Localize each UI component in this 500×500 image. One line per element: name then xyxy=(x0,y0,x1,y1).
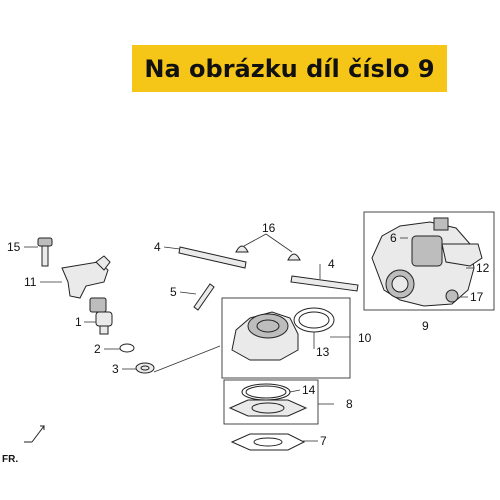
intake-manifold-part xyxy=(231,311,299,361)
throttle-body-group-box xyxy=(363,211,495,311)
injector-holder-part xyxy=(61,255,111,299)
insulator-part xyxy=(228,399,308,417)
callout-11: 11 xyxy=(24,275,37,289)
callout-1: 1 xyxy=(75,315,82,329)
insulator-group-box xyxy=(223,379,319,425)
callout-2: 2 xyxy=(94,342,101,356)
gasket-part xyxy=(230,433,306,451)
front-direction-icon xyxy=(24,425,45,443)
callout-4-right: 4 xyxy=(328,257,335,271)
callout-12: 12 xyxy=(476,261,490,275)
callout-16: 16 xyxy=(262,221,276,235)
callout-9: 9 xyxy=(422,319,429,333)
callout-13: 13 xyxy=(316,345,330,359)
o-ring-part xyxy=(119,343,135,353)
callout-15: 15 xyxy=(7,240,21,254)
callout-5: 5 xyxy=(170,285,177,299)
throttle-body-part xyxy=(371,217,483,307)
callout-10: 10 xyxy=(358,331,372,345)
intake-manifold-group-box xyxy=(221,297,351,379)
callout-17: 17 xyxy=(470,290,484,304)
gasket-ring-part xyxy=(241,383,291,401)
callout-6: 6 xyxy=(390,231,397,245)
clip-part xyxy=(193,283,215,311)
callout-14: 14 xyxy=(302,383,316,397)
callout-7: 7 xyxy=(320,434,327,448)
seal-part xyxy=(135,362,155,374)
clamp-band-part xyxy=(293,307,335,333)
cap-part-right xyxy=(287,253,301,261)
cap-part-left xyxy=(235,245,249,253)
fuel-injector-part xyxy=(89,297,113,335)
bolt-part xyxy=(37,237,53,267)
callout-4-left: 4 xyxy=(154,240,161,254)
strap-part-left xyxy=(178,246,247,269)
callout-3: 3 xyxy=(112,362,119,376)
strap-part-right xyxy=(290,275,359,292)
callout-8: 8 xyxy=(346,397,353,411)
highlight-banner: Na obrázku díl číslo 9 xyxy=(132,45,447,92)
front-label: FR. xyxy=(2,454,18,465)
